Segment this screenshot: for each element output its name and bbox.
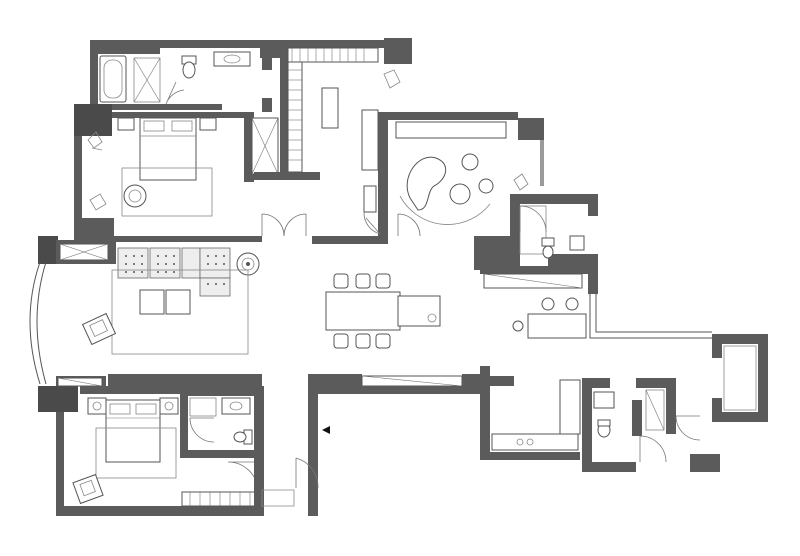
walk-in-closet (254, 38, 412, 180)
master-bathroom (90, 40, 286, 112)
dining-area (325, 273, 441, 349)
kitchen (480, 266, 712, 460)
master-bedroom (74, 104, 307, 242)
entrance-corridor (261, 366, 490, 516)
triangle-left-icon (322, 426, 330, 434)
second-bedroom (38, 374, 262, 516)
utility-bathroom (582, 378, 720, 472)
second-bathroom (180, 386, 264, 516)
study-lounge (312, 112, 544, 244)
balcony (712, 334, 768, 422)
living-room (29, 236, 260, 385)
guest-bathroom (474, 194, 598, 294)
